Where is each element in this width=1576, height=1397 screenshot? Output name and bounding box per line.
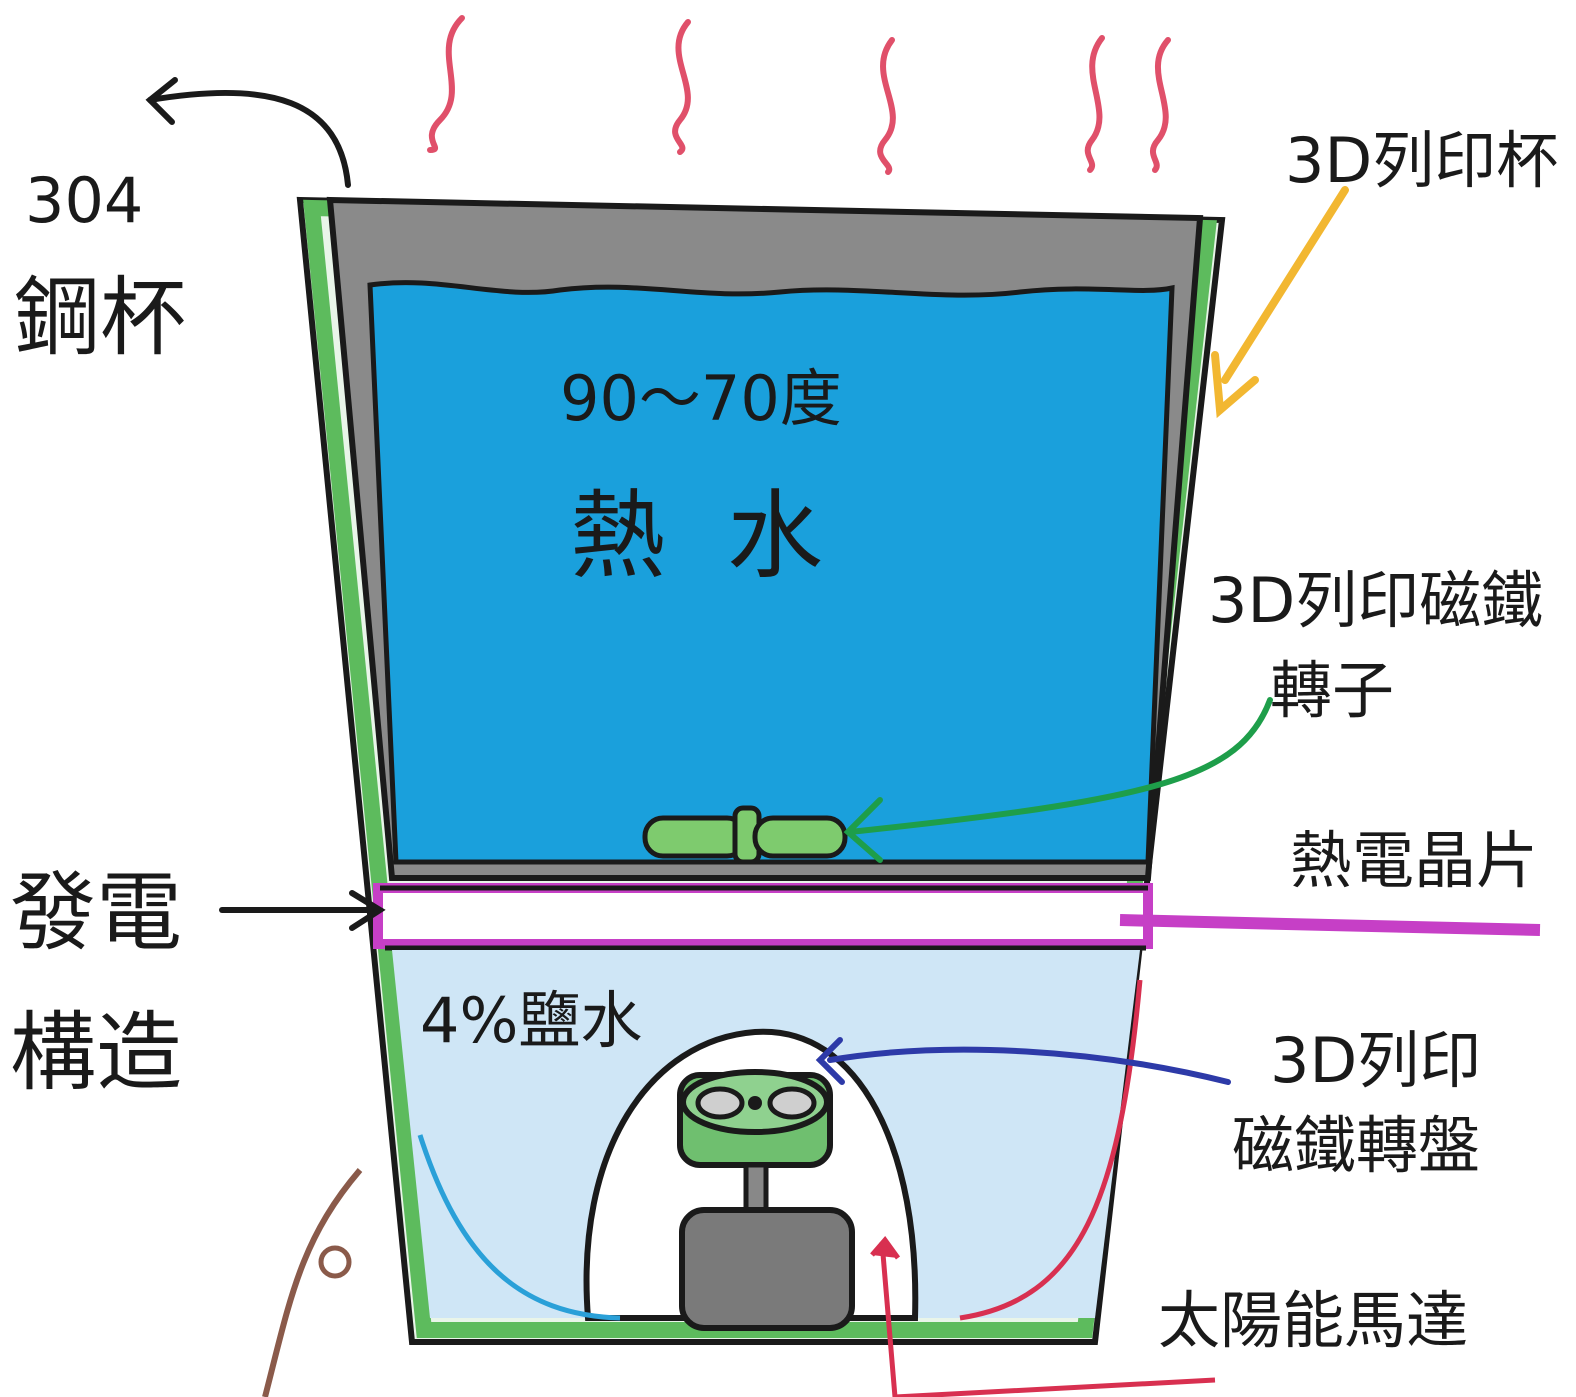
label-hot-water: 熱 水 bbox=[570, 480, 824, 592]
label-thermo-chip: 熱電晶片 bbox=[1290, 824, 1539, 897]
label-rotor-line2: 轉子 bbox=[1270, 654, 1395, 727]
label-temperature: 90～70度 bbox=[560, 362, 842, 435]
label-turntable-line1: 3D列印 bbox=[1270, 1024, 1482, 1097]
label-rotor-line1: 3D列印磁鐵 bbox=[1208, 564, 1544, 637]
magnet-turntable bbox=[677, 1069, 833, 1168]
label-power-line1: 發電 bbox=[10, 863, 182, 963]
arrow-rotor bbox=[843, 697, 1273, 863]
steam-line bbox=[1150, 37, 1171, 173]
arrow-print-cup bbox=[1211, 186, 1349, 419]
arrow-power bbox=[219, 890, 386, 931]
steam-line bbox=[877, 37, 896, 175]
label-salt-water: 4%鹽水 bbox=[420, 984, 643, 1057]
steam-line bbox=[672, 19, 691, 155]
thermo-chip bbox=[373, 883, 1153, 949]
arrow-turntable bbox=[815, 1037, 1231, 1085]
label-power-line2: 構造 bbox=[10, 1003, 182, 1103]
label-steel-cup-grade: 304 bbox=[25, 164, 144, 237]
arrow-steel-cup bbox=[145, 77, 351, 188]
steam-line bbox=[1084, 35, 1105, 173]
steam-line bbox=[427, 15, 465, 153]
arrow-thermo-chip bbox=[1119, 914, 1541, 936]
magnet-rotor bbox=[642, 805, 848, 865]
label-solar-motor: 太陽能馬達 bbox=[1158, 1284, 1469, 1357]
solar-motor bbox=[679, 1207, 855, 1331]
label-turntable-line2: 磁鐵轉盤 bbox=[1232, 1109, 1481, 1182]
label-steel-cup: 鋼杯 bbox=[14, 268, 186, 368]
steam-lines bbox=[427, 15, 1171, 175]
label-print-cup: 3D列印杯 bbox=[1285, 124, 1559, 197]
hot-water bbox=[367, 280, 1175, 865]
